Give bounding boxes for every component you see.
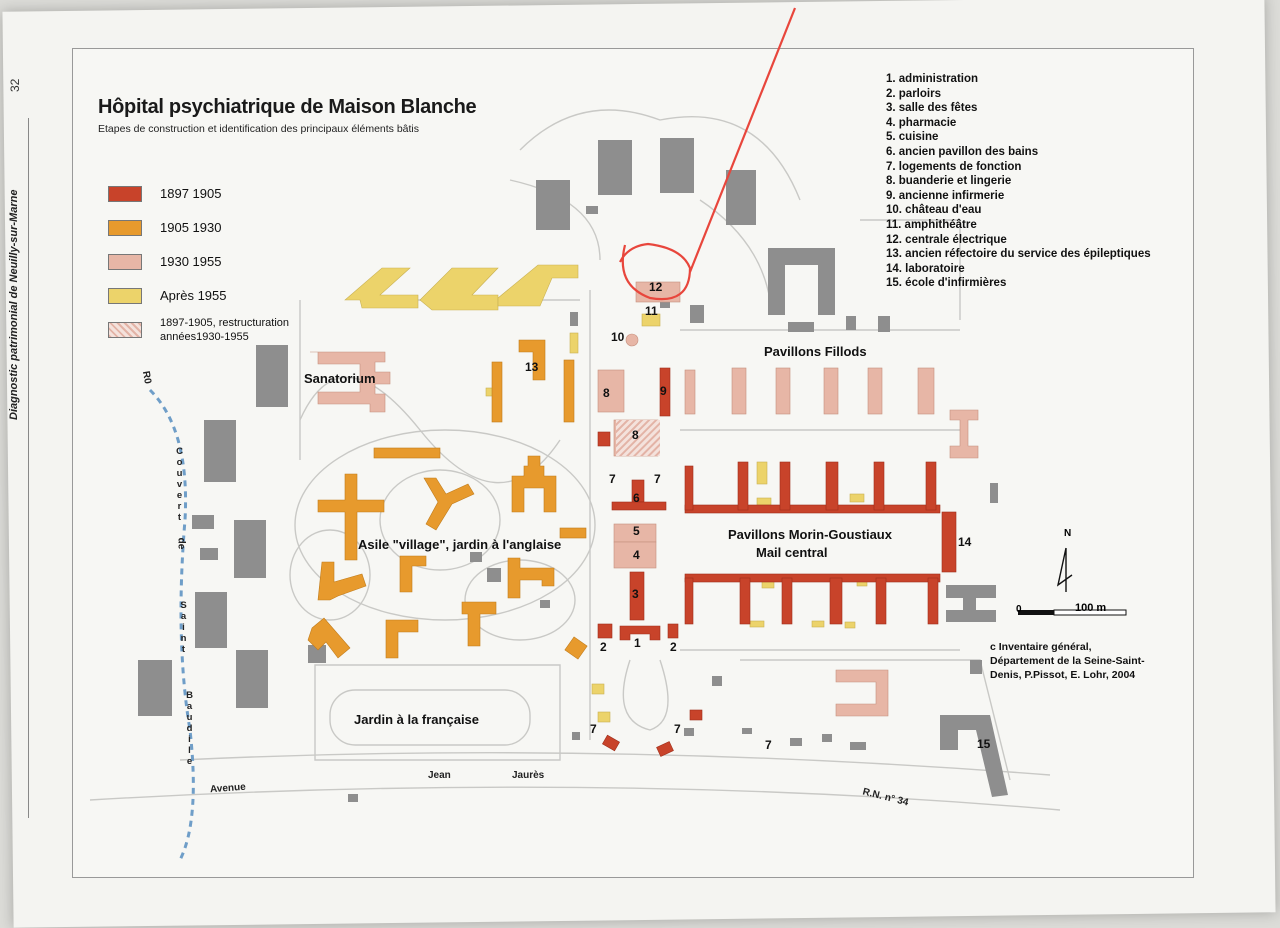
key-item: 6. ancien pavillon des bains <box>886 145 1039 158</box>
street-label-couvert: Couvert <box>174 446 185 523</box>
building-number-4: 4 <box>633 548 640 562</box>
area-label-jardin-francaise: Jardin à la française <box>354 712 480 727</box>
building-number-2b: 2 <box>670 640 677 654</box>
key-item: 14. laboratoire <box>886 262 965 275</box>
area-label-morin-goustiaux: Pavillons Morin-Goustiaux <box>728 527 892 542</box>
credit-line: Denis, P.Pissot, E. Lohr, 2004 <box>990 669 1136 681</box>
building-key: 1. administration 2. parloirs 3. salle d… <box>886 72 1151 291</box>
buildings-1905-1930 <box>307 339 588 660</box>
building-number-8: 8 <box>603 386 610 400</box>
street-label-ro: R0 <box>139 370 153 385</box>
building-number-14: 14 <box>958 535 972 549</box>
hatched-building <box>616 420 660 456</box>
street-label-jean: Jean <box>428 770 451 781</box>
credit-line: Département de la Seine-Saint- <box>990 655 1145 667</box>
north-arrow-icon <box>1056 547 1073 592</box>
scale-label: 100 m <box>1075 602 1107 614</box>
key-item: 8. buanderie et lingerie <box>886 175 1012 188</box>
map-title: Hôpital psychiatrique de Maison Blanche <box>98 96 477 118</box>
building-number-11: 11 <box>645 304 658 318</box>
map-credit: c Inventaire général, Département de la … <box>990 640 1145 682</box>
building-number-7e: 7 <box>765 738 772 752</box>
legend-swatch <box>108 288 142 304</box>
area-label-pavillons-fillods: Pavillons Fillods <box>764 344 867 359</box>
building-number-5: 5 <box>633 524 640 538</box>
key-item: 4. pharmacie <box>886 116 957 129</box>
key-item: 1. administration <box>886 73 979 85</box>
scale-zero: 0 <box>1016 604 1022 615</box>
key-item: 3. salle des fêtes <box>886 102 978 115</box>
area-label-mail-central: Mail central <box>756 545 828 560</box>
legend-label: 1897-1905, restructuration années1930-19… <box>160 316 289 344</box>
building-number-7d: 7 <box>674 722 681 736</box>
building-number-6: 6 <box>633 491 640 505</box>
key-item: 15. école d'infirmières <box>886 277 1007 290</box>
key-item: 10. château d'eau <box>886 204 982 217</box>
legend-label: 1897 1905 <box>160 186 222 201</box>
legend-label: 1905 1930 <box>160 220 222 235</box>
street-label-baudile: Baudile <box>184 690 195 767</box>
scale-bar <box>1018 609 1127 616</box>
key-item: 7. logements de fonction <box>886 160 1022 173</box>
street-label-de: de <box>175 537 187 550</box>
area-label-sanatorium: Sanatorium <box>304 371 376 386</box>
blue-dashed-path <box>148 388 195 861</box>
key-item: 12. centrale électrique <box>886 233 1007 246</box>
legend-swatch <box>108 254 142 270</box>
annotation-highlight <box>619 7 797 301</box>
building-number-7c: 7 <box>590 722 597 736</box>
legend-label-line: années1930-1955 <box>160 331 249 343</box>
key-item: 5. cuisine <box>886 131 939 144</box>
street-label-saint: Saint <box>178 600 189 655</box>
legend-swatch <box>108 220 142 236</box>
building-number-1: 1 <box>634 636 641 650</box>
legend-label: 1930 1955 <box>160 254 222 269</box>
key-item: 13. ancien réfectoire du service des épi… <box>886 248 1151 261</box>
buildings-1930-1955 <box>310 281 979 717</box>
map-frame <box>72 48 1194 878</box>
key-item: 9. ancienne infirmerie <box>886 189 1005 202</box>
map-subtitle: Etapes de construction et identification… <box>98 123 420 135</box>
legend-label: Après 1955 <box>160 288 227 303</box>
building-number-2: 2 <box>600 640 607 654</box>
legend-swatch-hatched <box>108 322 142 338</box>
street-label-jaures: Jaurès <box>512 770 545 781</box>
building-number-12: 12 <box>649 280 663 294</box>
grey-buildings <box>138 138 1008 802</box>
building-number-3: 3 <box>632 587 639 601</box>
buildings-apres-1955 <box>344 264 868 723</box>
area-label-asile-village: Asile "village", jardin à l'anglaise <box>358 537 562 552</box>
buildings-1897-1905 <box>597 367 957 757</box>
building-number-7b: 7 <box>654 472 661 486</box>
side-rule <box>28 118 29 818</box>
key-item: 2. parloirs <box>886 87 941 100</box>
building-number-13: 13 <box>525 360 539 374</box>
legend-swatch <box>108 186 142 202</box>
building-number-15: 15 <box>977 737 991 751</box>
building-number-9: 9 <box>660 384 667 398</box>
credit-line: c Inventaire général, <box>990 641 1092 653</box>
north-letter: N <box>1064 528 1072 539</box>
key-item: 11. amphithéâtre <box>886 218 977 231</box>
building-number-7: 7 <box>609 472 616 486</box>
building-number-10: 10 <box>611 330 625 344</box>
building-number-8b: 8 <box>632 428 639 442</box>
legend-label-line: 1897-1905, restructuration <box>160 317 290 329</box>
